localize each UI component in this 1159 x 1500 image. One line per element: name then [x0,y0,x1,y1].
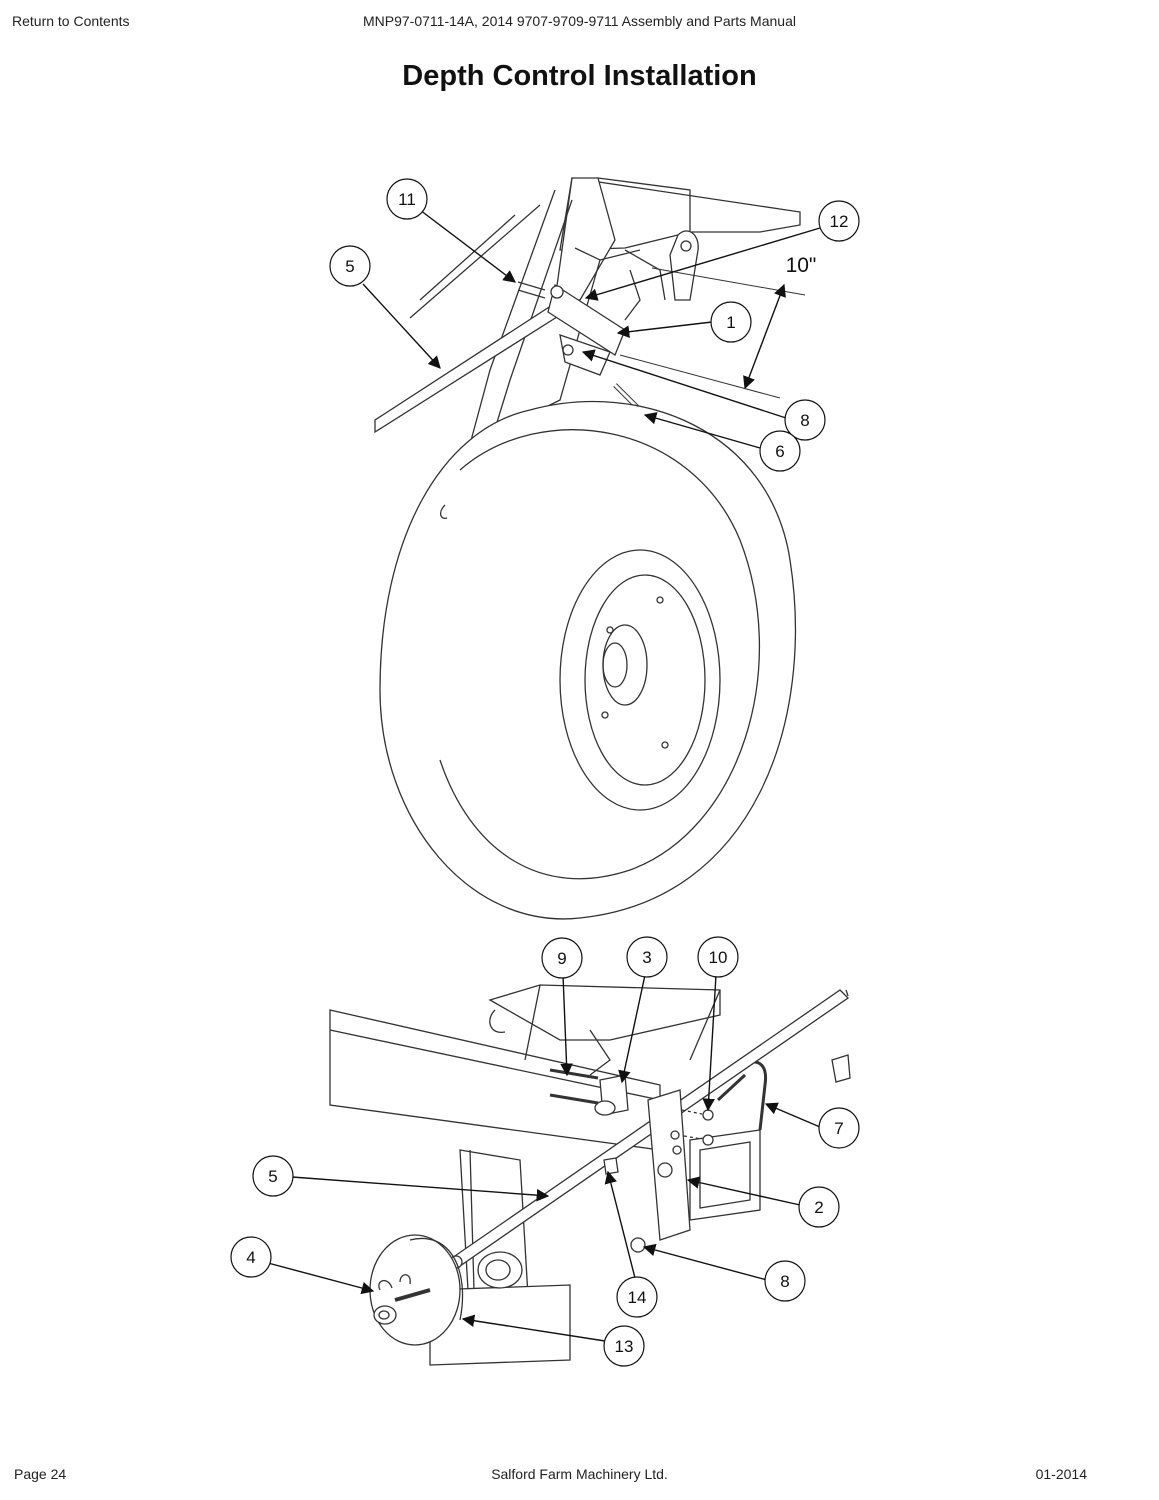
callout-9: 9 [557,949,566,968]
footer-page-number: Page 24 [14,1466,67,1482]
callout-8-bottom: 8 [780,1272,789,1291]
top-assembly [374,177,806,920]
callout-12: 12 [830,212,849,231]
callout-1: 1 [726,313,735,332]
callout-14: 14 [628,1288,647,1307]
page-title: Depth Control Installation [402,60,757,92]
callout-5-top: 5 [345,257,354,276]
callout-circle [818,1107,860,1149]
callout-circle [386,178,428,220]
callout-11: 11 [398,190,416,209]
callout-bubbles [230,178,860,1367]
callout-circle [697,936,739,978]
leader-lines [267,209,821,1342]
callout-5-bottom: 5 [268,1167,277,1186]
callout-8-top: 8 [800,411,809,430]
callout-labels: 11 12 5 1 8 6 9 3 10 7 5 2 4 8 14 13 10" [246,190,848,1356]
callout-circle [329,245,371,287]
callout-7: 7 [834,1119,843,1138]
return-to-contents-link[interactable]: Return to Contents [12,13,130,29]
callout-circle [626,936,668,978]
callout-4: 4 [246,1248,255,1267]
callout-2: 2 [814,1198,823,1217]
callout-10: 10 [709,948,728,967]
callout-circle [710,301,752,343]
callout-circle [798,1186,840,1228]
callout-circle [230,1236,272,1278]
callout-circle [759,430,801,472]
footer-company: Salford Farm Machinery Ltd. [491,1466,668,1482]
callout-circle [764,1260,806,1302]
callout-3: 3 [642,948,651,967]
footer-date: 01-2014 [1035,1466,1087,1482]
callout-circle [541,937,583,979]
callout-circle [616,1276,658,1318]
callout-circle [818,200,860,242]
callout-circle [603,1325,645,1367]
callout-13: 13 [615,1337,634,1356]
bottom-assembly [329,984,851,1366]
callout-circle [252,1155,294,1197]
callout-circle [784,399,826,441]
dimension-label: 10" [786,254,817,277]
manual-title: MNP97-0711-14A, 2014 9707-9709-9711 Asse… [363,13,796,29]
callout-6: 6 [775,442,784,461]
